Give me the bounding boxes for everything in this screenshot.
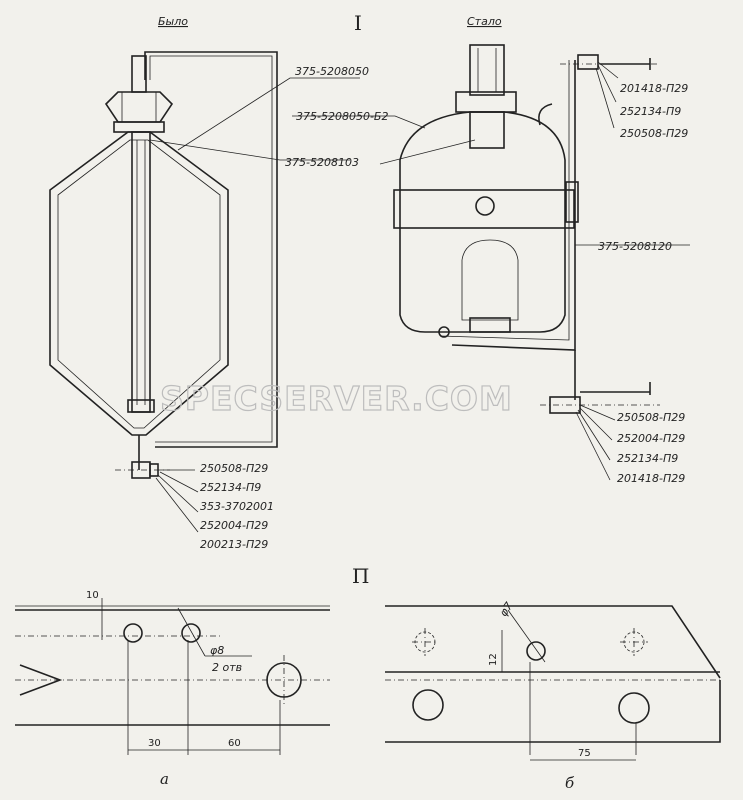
- dim-30: 30: [148, 738, 161, 749]
- fastener-l2: 252134-П9: [200, 481, 261, 494]
- label-375-5208103: 375-5208103: [285, 156, 359, 169]
- label-375-5208050: 375-5208050: [295, 65, 369, 78]
- fastener-rt2: 252134-П9: [620, 105, 681, 118]
- old-tank-drawing: [49, 51, 278, 479]
- watermark: SPECSERVER.COM: [160, 379, 513, 418]
- fastener-l3: 353-3702001: [200, 500, 274, 513]
- right-bottom-fastener-list: 250508-П29 252004-П29 252134-П9 201418-П…: [617, 411, 685, 485]
- fastener-rb1: 250508-П29: [617, 411, 685, 424]
- fastener-l1: 250508-П29: [200, 462, 268, 475]
- dim-12: 12: [488, 653, 499, 666]
- dim-2-holes: 2 отв: [212, 661, 242, 674]
- dim-75: 75: [578, 748, 591, 759]
- label-375-5208050-b2: 375-5208050-Б2: [296, 110, 388, 123]
- fastener-l4: 252004-П29: [200, 519, 268, 532]
- dim-10: 10: [86, 590, 99, 601]
- detail-a-drawing: [15, 598, 330, 755]
- detail-b-drawing: [385, 605, 721, 761]
- fastener-rt1: 201418-П29: [620, 82, 688, 95]
- left-bottom-fastener-list: 250508-П29 252134-П9 353-3702001 252004-…: [200, 462, 274, 551]
- fastener-rb3: 252134-П9: [617, 452, 678, 465]
- fastener-rt3: 250508-П29: [620, 127, 688, 140]
- new-tank-drawing: [393, 44, 660, 414]
- caption-a: а: [160, 770, 169, 788]
- fastener-rb2: 252004-П29: [617, 432, 685, 445]
- fastener-rb4: 201418-П29: [617, 472, 685, 485]
- fastener-l5: 200213-П29: [200, 538, 268, 551]
- dim-phi7: φ7: [497, 600, 516, 619]
- dim-phi8: φ8: [210, 644, 224, 657]
- section-1-numeral: I: [354, 11, 362, 35]
- caption-b: б: [565, 774, 575, 792]
- heading-became: Стало: [467, 15, 502, 28]
- right-top-fastener-list: 201418-П29 252134-П9 250508-П29: [620, 82, 688, 140]
- label-375-5208120: 375-5208120: [598, 240, 672, 253]
- heading-was: Было: [158, 15, 188, 28]
- section-2-numeral: П: [352, 564, 369, 588]
- dim-60: 60: [228, 738, 241, 749]
